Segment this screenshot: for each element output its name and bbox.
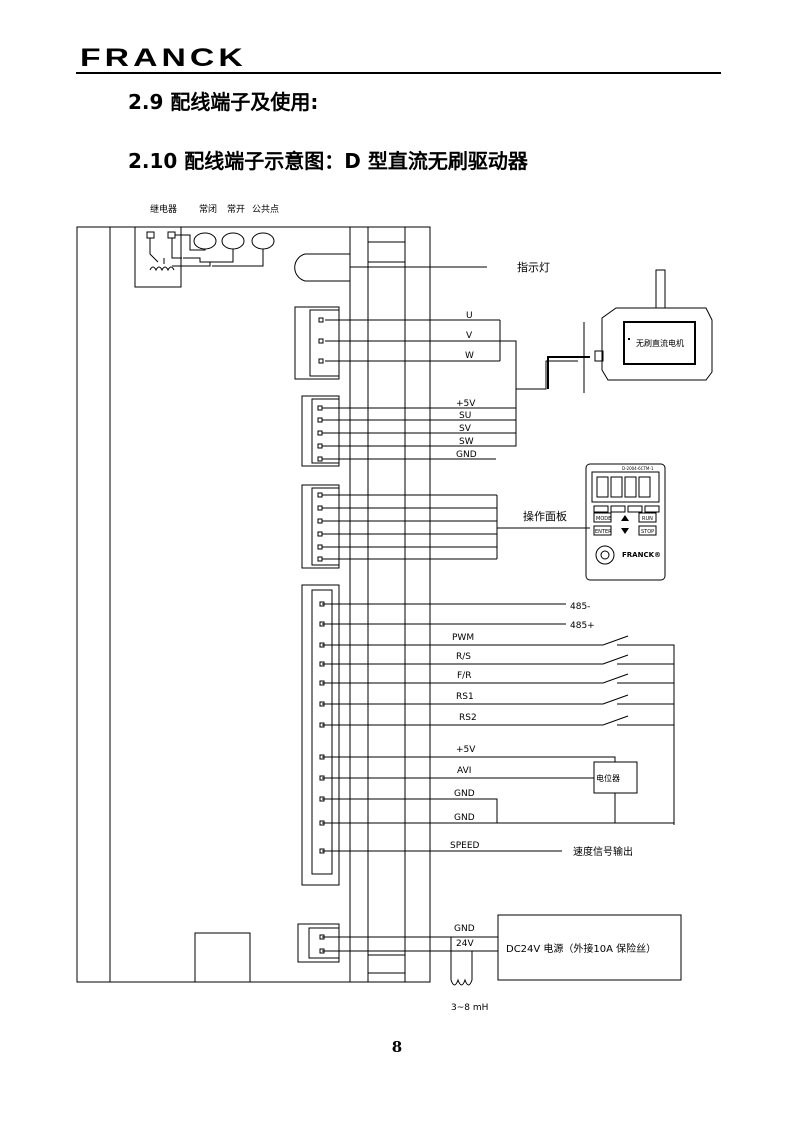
pot-pin-5v: +5V (456, 745, 476, 755)
hall-su: SU (459, 411, 471, 421)
power-gnd: GND (454, 924, 475, 934)
pot-pin-gnd2: GND (454, 813, 475, 823)
hall-5v: +5V (456, 399, 476, 409)
power-24v: 24V (456, 939, 474, 949)
power-supply-label: DC24V 电源（外接10A 保险丝） (506, 942, 656, 955)
inductor (450, 978, 473, 986)
relay-no-terminal (221, 232, 245, 250)
section-heading-2-10: 2.10 配线端子示意图：D 型直流无刷驱动器 (128, 149, 528, 173)
signal-fr: F/R (457, 671, 471, 681)
operation-panel (585, 463, 666, 581)
panel-brand: FRANCK® (622, 551, 661, 559)
panel-key-stop: STOP (641, 529, 654, 535)
comm-485-minus: 485- (570, 602, 590, 612)
relay-common-label: 公共点 (252, 204, 279, 215)
relay-nc-label: 常闭 (199, 203, 217, 215)
page-number: 8 (391, 1038, 403, 1056)
franck-logo: FRANCK (80, 44, 247, 72)
potentiometer (593, 761, 638, 794)
inductor-label: 3~8 mH (451, 1003, 488, 1013)
panel-model: D-2004-6CTM-1 (622, 466, 654, 471)
speed-label: 速度信号输出 (573, 845, 633, 858)
panel-key-enter: ENTER (595, 529, 612, 535)
speed-pin: SPEED (450, 841, 480, 851)
relay-label: 继电器 (150, 203, 177, 215)
motor-label: 无刷直流电机 (636, 338, 684, 348)
signal-rs1: RS1 (456, 692, 474, 702)
phase-v: V (466, 331, 473, 341)
phase-w: W (465, 351, 474, 361)
hall-sw: SW (459, 437, 474, 447)
bottom-block (194, 932, 251, 983)
power-supply-box (497, 914, 682, 981)
section-heading-2-9: 2.9 配线端子及使用: (128, 90, 319, 114)
relay-nc-terminal (193, 232, 217, 250)
relay-no-label: 常开 (227, 203, 245, 215)
panel-label: 操作面板 (523, 509, 567, 523)
motor-body (601, 307, 713, 381)
hall-gnd: GND (456, 450, 477, 460)
comm-485-plus: 485+ (570, 621, 595, 631)
indicator-label: 指示灯 (517, 260, 550, 274)
motor-shaft (655, 269, 666, 309)
panel-key-run: RUN (642, 516, 653, 522)
phase-u: U (466, 311, 473, 321)
signal-pwm: PWM (452, 633, 474, 643)
relay-block (134, 226, 182, 288)
relay-common-terminal (251, 232, 275, 250)
signal-rs: R/S (456, 652, 471, 662)
panel-key-mode: MODE (596, 516, 611, 522)
pot-label: 电位器 (596, 773, 620, 783)
pot-pin-avi: AVI (457, 766, 471, 776)
signal-rs2: RS2 (459, 713, 477, 723)
header-rule (76, 72, 721, 74)
indicator-lamp (294, 253, 351, 282)
hall-sv: SV (459, 424, 472, 434)
pot-pin-gnd1: GND (454, 789, 475, 799)
